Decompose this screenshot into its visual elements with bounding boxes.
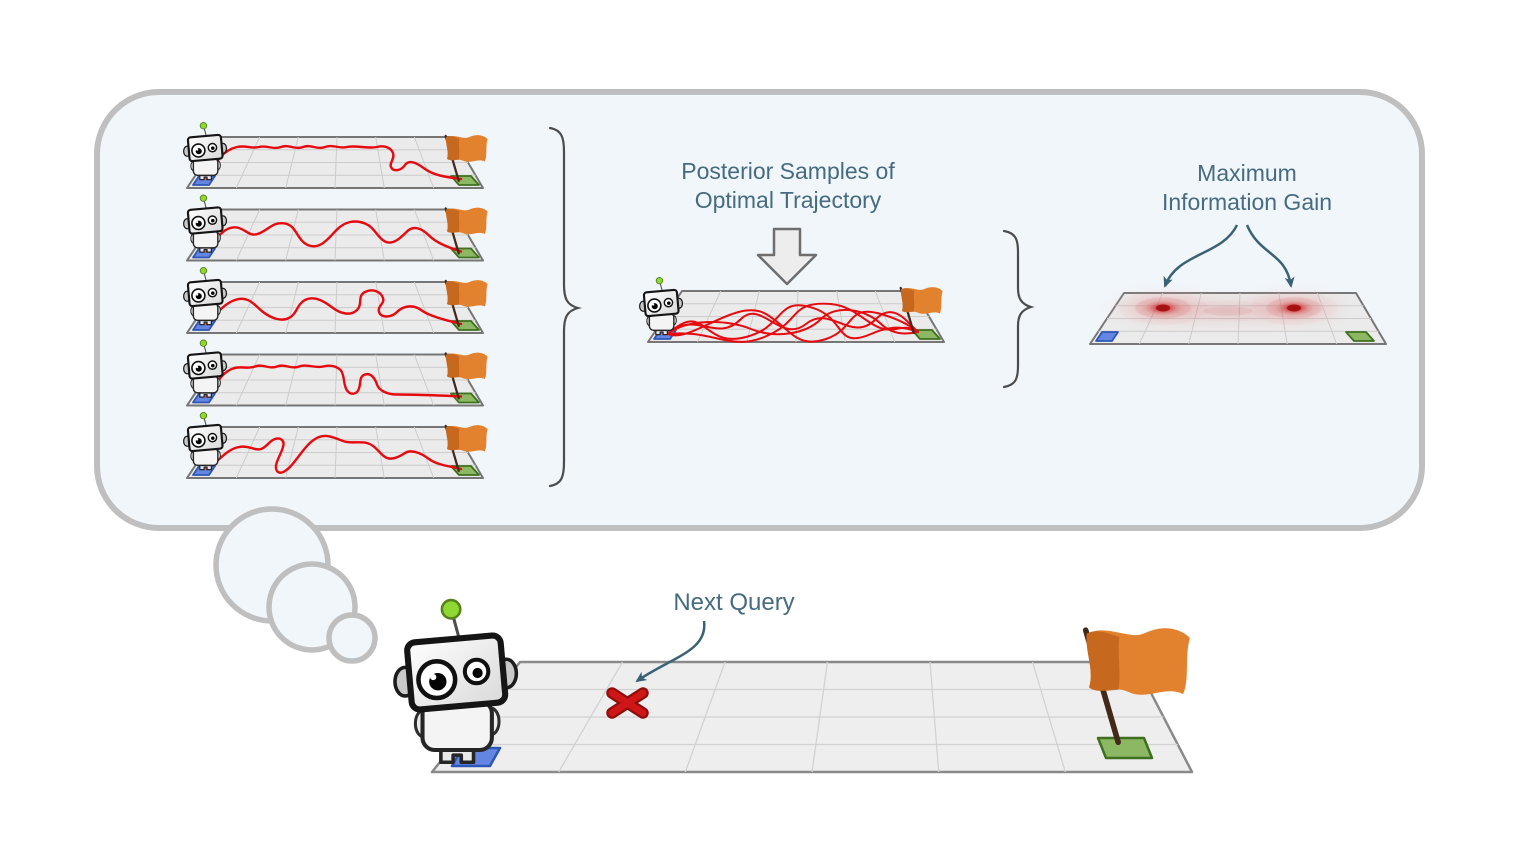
next-query-x-marker xyxy=(606,687,649,719)
heat-blob-right xyxy=(1226,282,1362,334)
posterior-samples-label: Posterior Samples of Optimal Trajectory xyxy=(613,157,963,215)
combined-samples-scene xyxy=(638,276,945,343)
posterior-sample-row xyxy=(182,338,489,407)
thought-bubble-trail xyxy=(213,506,378,664)
trajectory-path xyxy=(667,309,919,343)
trajectory-tangle xyxy=(667,302,919,343)
next-query-arrow xyxy=(635,620,706,683)
trajectory-path xyxy=(667,308,919,336)
trajectory-path xyxy=(205,220,463,253)
trajectory-path xyxy=(205,289,463,326)
next-query-label: Next Query xyxy=(584,589,884,617)
grid-plane xyxy=(186,353,484,407)
max-info-gain-label: Maximum Information Gain xyxy=(1072,159,1422,217)
max-info-gain-label-line2: Information Gain xyxy=(1161,189,1333,216)
posterior-samples-label-line1: Posterior Samples of xyxy=(681,158,895,184)
main-grid-lines xyxy=(454,661,1178,773)
posterior-sample-row xyxy=(182,193,489,262)
curly-brace-right xyxy=(1002,229,1035,389)
posterior-sample-row xyxy=(182,121,489,189)
posterior-sample-row xyxy=(182,266,489,334)
main-scene xyxy=(395,600,1194,774)
curly-brace-left xyxy=(548,126,583,488)
trajectory-path xyxy=(667,311,919,335)
max-info-gain-label-line1: Maximum xyxy=(1197,160,1297,186)
heat-blob-left xyxy=(1095,282,1231,334)
grid-plane xyxy=(186,426,484,479)
information-gain-heatmap xyxy=(1089,282,1387,345)
trajectory-path xyxy=(205,434,463,474)
goal-square xyxy=(1096,736,1154,760)
goal-square xyxy=(1345,331,1375,342)
grid-plane xyxy=(186,208,484,262)
trajectory-path xyxy=(205,364,463,398)
next-query-label-text: Next Query xyxy=(673,589,795,616)
grid-plane xyxy=(186,136,484,189)
thought-trail-circle-small xyxy=(326,612,378,664)
trajectory-path xyxy=(667,302,919,343)
posterior-sample-row xyxy=(182,411,489,479)
down-arrow-icon xyxy=(756,227,818,286)
max-info-arrow-left xyxy=(1163,224,1239,288)
trajectory-path xyxy=(667,304,919,340)
trajectory-path xyxy=(205,144,463,181)
posterior-samples-stack xyxy=(182,121,489,479)
grid-plane xyxy=(186,281,484,334)
posterior-samples-label-line2: Optimal Trajectory xyxy=(694,187,882,214)
max-info-arrow-right xyxy=(1245,224,1295,288)
